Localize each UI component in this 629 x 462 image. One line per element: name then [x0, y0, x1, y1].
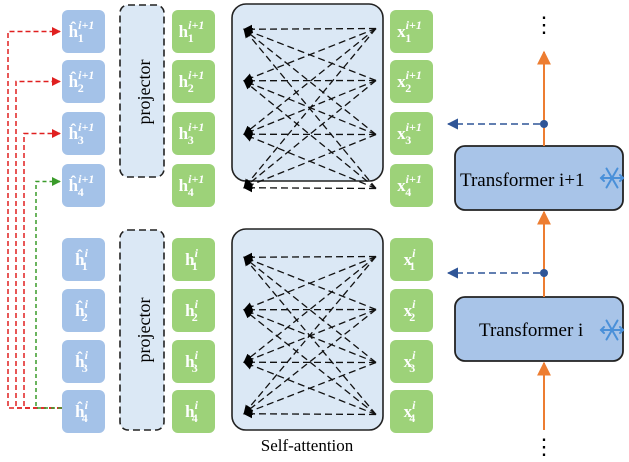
attention-arrow-lower-2-to-4 — [243, 308, 377, 415]
projector-box-lower — [119, 229, 165, 431]
attention-arrow-upper-4-to-4 — [243, 183, 377, 193]
ellipsis-bottom: ⋮ — [533, 434, 555, 459]
projector-label-upper: projector — [134, 60, 154, 125]
tap-point-lower — [540, 269, 548, 277]
attention-arrow-lower-4-to-1 — [243, 256, 377, 415]
attention-arrows-lower — [243, 252, 377, 419]
projector-box-upper — [119, 4, 165, 178]
feedback-arrow-red-3 — [23, 129, 62, 409]
feedback-connectors — [7, 27, 62, 409]
attention-arrow-lower-1-to-3 — [243, 255, 377, 363]
self-attention-box-lower — [231, 228, 384, 431]
attention-arrow-upper-4-to-3 — [243, 133, 377, 190]
snowflake-icon — [599, 319, 625, 341]
attention-arrow-lower-2-to-1 — [243, 256, 377, 311]
attention-arrow-upper-4-to-1 — [243, 28, 377, 189]
attention-arrows-upper — [243, 24, 377, 193]
attention-arrow-lower-1-to-1 — [243, 252, 377, 262]
attention-arrow-upper-2-to-4 — [243, 79, 377, 189]
snowflake-icon — [599, 167, 625, 189]
projector-label-lower: projector — [134, 298, 154, 363]
attention-arrow-lower-4-to-4 — [243, 409, 377, 419]
self-attention-box-upper — [231, 3, 384, 182]
tap-point-upper — [540, 120, 548, 128]
attention-arrow-upper-3-to-1 — [243, 28, 377, 136]
attention-arrow-upper-2-to-1 — [243, 27, 377, 82]
attention-arrow-upper-3-to-2 — [243, 79, 377, 136]
transformer-label-lower: Transformer i — [479, 320, 583, 341]
attention-arrow-upper-1-to-1 — [243, 24, 377, 34]
attention-arrow-lower-4-to-3 — [243, 361, 377, 416]
attention-arrow-lower-4-to-2 — [243, 309, 377, 416]
attention-arrow-upper-1-to-3 — [243, 27, 377, 135]
ellipsis-top: ⋮ — [533, 12, 555, 37]
attention-arrow-lower-3-to-1 — [243, 256, 377, 364]
attention-arrow-upper-4-to-2 — [243, 80, 377, 190]
feedback-arrow-red-2 — [15, 77, 62, 409]
self-attention-label: Self-attention — [261, 436, 354, 455]
transformer-label-upper: Transformer i+1 — [460, 170, 585, 191]
feedback-arrow-green — [35, 177, 62, 409]
